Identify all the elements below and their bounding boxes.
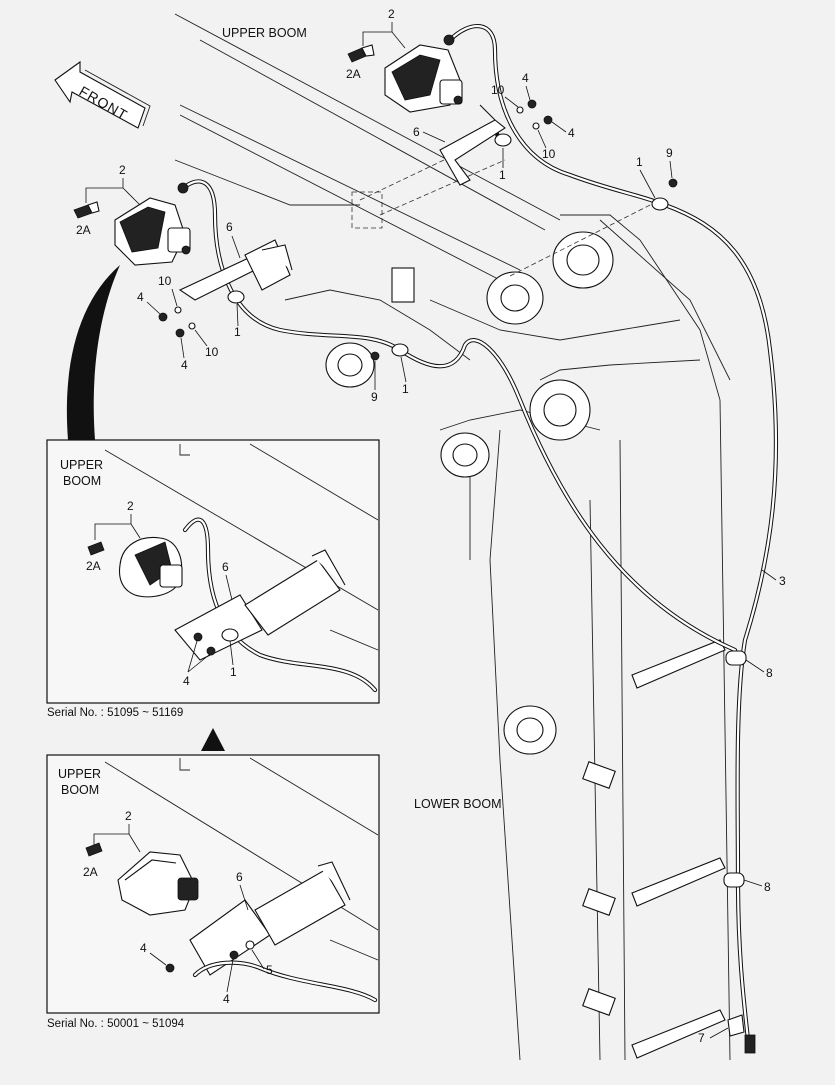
inset1-upper-label: UPPER: [60, 458, 103, 472]
bracket-6-left: [178, 239, 293, 301]
inset2-boom-label: BOOM: [61, 783, 99, 797]
callout-4: 4: [183, 674, 190, 688]
callout-10: 10: [542, 147, 556, 161]
callouts-main: 2 2A 10 4 4 10 6 1 1 9 2 2A 6 10 4 1 10 …: [76, 7, 786, 1045]
work-lamp-left: [114, 182, 191, 266]
serial-range-1: Serial No. : 51095 ~ 51169: [47, 707, 183, 719]
callout-6: 6: [222, 560, 229, 574]
callout-9: 9: [666, 146, 673, 160]
upper-boom-label: UPPER BOOM: [222, 26, 307, 40]
callout-4: 4: [522, 71, 529, 85]
bulb-2a-left: [73, 201, 100, 219]
lower-boom-label: LOWER BOOM: [414, 797, 502, 811]
callout-2: 2: [125, 809, 132, 823]
callout-8: 8: [764, 880, 771, 894]
detail-pointer: [66, 265, 120, 440]
callout-7: 7: [698, 1031, 705, 1045]
serial-range-2: Serial No. : 50001 ~ 51094: [47, 1018, 185, 1030]
harness-3: [180, 24, 779, 1043]
callout-2a: 2A: [76, 223, 91, 237]
callout-2: 2: [388, 7, 395, 21]
bracket-6-upper: [439, 104, 506, 186]
inset2-upper-label: UPPER: [58, 767, 101, 781]
work-lamp-upper: [384, 34, 463, 113]
callout-1: 1: [499, 168, 506, 182]
callout-2a: 2A: [346, 67, 361, 81]
callout-9: 9: [371, 390, 378, 404]
clamps: [227, 133, 756, 1054]
triangle-marker: [201, 728, 225, 751]
callout-1: 1: [230, 665, 237, 679]
callout-10: 10: [158, 274, 172, 288]
callout-1: 1: [402, 382, 409, 396]
callout-10: 10: [491, 83, 505, 97]
front-arrow: FRONT: [54, 60, 151, 129]
callout-4: 4: [181, 358, 188, 372]
inset-detail-1: UPPER BOOM 2 2A 6 4 1: [46, 439, 380, 704]
bulb-2a-upper: [347, 44, 375, 63]
callout-6: 6: [236, 870, 243, 884]
boom-structure: [174, 13, 731, 1061]
callout-4: 4: [223, 992, 230, 1006]
callout-8: 8: [766, 666, 773, 680]
fasteners: [158, 99, 678, 361]
callout-5: 5: [266, 963, 273, 977]
callout-4: 4: [137, 290, 144, 304]
callout-4: 4: [568, 126, 575, 140]
callout-1: 1: [234, 325, 241, 339]
inset-detail-2: UPPER BOOM 2 2A 6 4 5 4: [46, 754, 380, 1014]
callout-2: 2: [119, 163, 126, 177]
callout-2a: 2A: [83, 865, 98, 879]
callout-2a: 2A: [86, 559, 101, 573]
inset1-boom-label: BOOM: [63, 474, 101, 488]
callout-3: 3: [779, 574, 786, 588]
callout-2: 2: [127, 499, 134, 513]
callout-6: 6: [413, 125, 420, 139]
callout-6: 6: [226, 220, 233, 234]
callout-4: 4: [140, 941, 147, 955]
callout-10: 10: [205, 345, 219, 359]
callout-1: 1: [636, 155, 643, 169]
